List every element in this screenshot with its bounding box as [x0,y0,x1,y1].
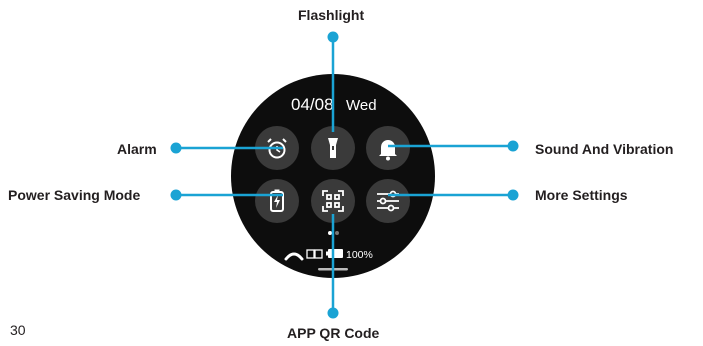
qr-code-button[interactable] [311,179,355,223]
sound-label: Sound And Vibration [535,141,674,157]
qr-dot [327,307,339,319]
qr-code-label: APP QR Code [287,325,380,341]
sound-button[interactable] [366,126,410,170]
more-dot [507,189,519,201]
flashlight-icon [328,138,338,158]
page-dot-active [328,231,332,235]
watch-face [231,74,435,278]
bell-icon [379,140,397,161]
battery-icon [326,249,343,258]
sound-dot [507,140,519,152]
watch-date: 04/08 [291,95,334,114]
flashlight-button[interactable] [311,126,355,170]
qr-code-icon [322,190,344,212]
page-dot [335,231,339,235]
callout-dots [170,31,519,319]
more-settings-label: More Settings [535,187,628,203]
power-saving-button[interactable] [255,179,299,223]
power-dot [170,189,182,201]
battery-percent: 100% [346,249,373,261]
alarm-label: Alarm [117,141,157,157]
callout-lines [178,37,511,313]
connection-icon [306,249,323,259]
phone-icon [284,252,304,261]
battery-charging-icon [270,189,284,212]
watch-weekday: Wed [346,97,377,114]
flashlight-label: Flashlight [298,7,365,23]
alarm-dot [170,142,182,154]
alarm-clock-icon [267,138,287,159]
page-number: 30 [10,322,26,338]
flashlight-dot [327,31,339,43]
more-settings-button[interactable] [366,179,410,223]
power-saving-label: Power Saving Mode [8,187,141,203]
